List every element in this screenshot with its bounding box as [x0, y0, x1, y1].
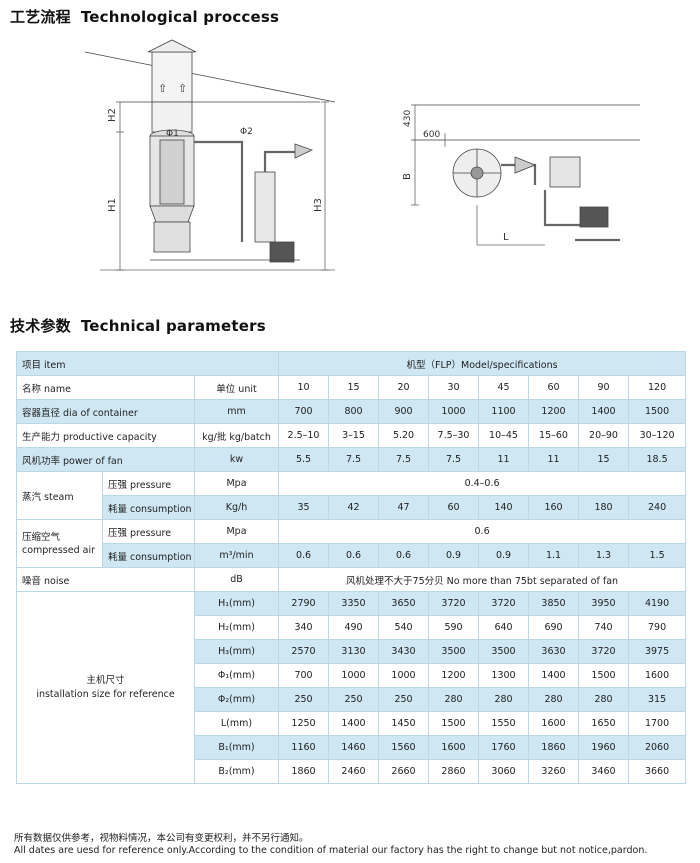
- footnote-en: All dates are uesd for reference only.Ac…: [14, 845, 648, 856]
- table-row: 耗量 consumption m³/min 0.6 0.6 0.6 0.9 0.…: [17, 543, 687, 568]
- table-header-row: 项目 item 机型（FLP）Model/specifications: [15, 351, 687, 376]
- table-row: Φ₂(mm) 250 250 250 280 280 280 280 315: [17, 687, 687, 712]
- process-heading-en: Technological proccess: [80, 8, 280, 26]
- params-heading-en: Technical parameters: [80, 317, 266, 335]
- side-elevation-drawing: H2 H1 H3 Φ1 Φ2 ⇧ ⇧: [84, 39, 336, 271]
- airflow-arrow-icon: ⇧: [178, 82, 187, 95]
- params-heading: 技术参数 Technical parameters: [10, 315, 266, 336]
- table-row: 名称 name 单位 unit 10 15 20 30 45 60 90 120: [16, 375, 687, 400]
- h2-label: H2: [107, 108, 118, 122]
- table-row: L(mm) 1250 1400 1450 1500 1550 1600 1650…: [17, 711, 687, 736]
- dim-430-label: 430: [403, 110, 413, 127]
- top-plan-drawing: 430 600 B L: [402, 104, 640, 246]
- table-row: H₂(mm) 340 490 540 590 640 690 740 790: [17, 615, 687, 640]
- table-row: B₁(mm) 1160 1460 1560 1600 1760 1860 196…: [17, 735, 687, 760]
- dim-600-label: 600: [423, 130, 440, 140]
- params-heading-zh: 技术参数: [10, 317, 71, 335]
- table-row: 噪音 noise dB 风机处理不大于75分贝 No more than 75b…: [16, 567, 687, 592]
- table-row: H₃(mm) 2570 3130 3430 3500 3500 3630 372…: [17, 639, 687, 664]
- table-row: 容器直径 dia of container mm 700 800 900 100…: [16, 399, 687, 424]
- table-row: 生产能力 productive capacity kg/批 kg/batch 2…: [16, 423, 687, 448]
- item-header: 项目 item: [15, 351, 280, 376]
- table-row: 耗量 consumption Kg/h 35 42 47 60 140 160 …: [17, 495, 687, 520]
- model-header: 机型（FLP）Model/specifications: [278, 351, 687, 376]
- table-row: 风机功率 power of fan kw 5.5 7.5 7.5 7.5 11 …: [16, 447, 687, 472]
- footnote-zh: 所有数据仅供参考，视物料情况，本公司有变更权利，并不另行通知。: [14, 833, 309, 844]
- b-label: B: [402, 173, 413, 180]
- process-heading: 工艺流程 Technological proccess: [10, 6, 279, 27]
- h3-label: H3: [313, 198, 324, 212]
- h1-label: H1: [107, 198, 118, 212]
- technical-parameters-table: 项目 item 机型（FLP）Model/specifications 名称 n…: [15, 351, 687, 784]
- table-row: B₂(mm) 1860 2460 2660 2860 3060 3260 346…: [17, 759, 687, 784]
- table-row: 蒸汽 steam 压强 pressure Mpa 0.4–0.6: [16, 471, 687, 520]
- steam-label: 蒸汽 steam: [16, 471, 103, 520]
- airflow-arrow-icon: ⇧: [158, 82, 167, 95]
- phi2-label: Φ2: [240, 127, 253, 137]
- phi1-label: Φ1: [166, 129, 179, 139]
- process-heading-zh: 工艺流程: [10, 8, 71, 26]
- l-label: L: [503, 232, 509, 243]
